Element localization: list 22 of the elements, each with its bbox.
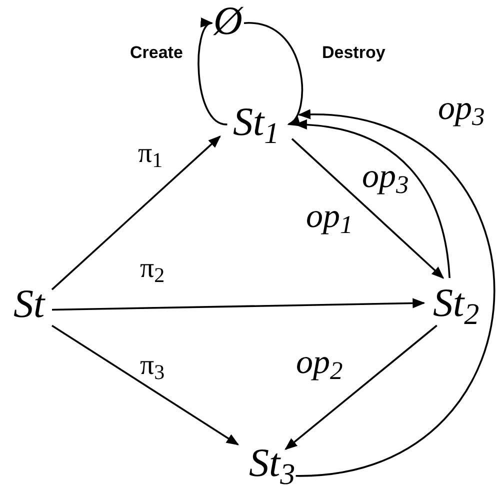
arrow bbox=[51, 136, 221, 290]
edge-label: op$_{2}$ bbox=[296, 346, 343, 380]
edge-label: π$_{3}$ bbox=[140, 352, 165, 380]
arrow bbox=[284, 324, 438, 450]
state-label: St$_{2}$ bbox=[432, 283, 480, 323]
edge-label: op$_{3}$ bbox=[362, 160, 409, 194]
arrow bbox=[52, 298, 426, 311]
state-label: St$_{3}$ bbox=[248, 443, 296, 483]
arrow bbox=[291, 138, 444, 279]
state-label: St bbox=[13, 284, 45, 324]
edge-label: π$_{2}$ bbox=[140, 255, 165, 283]
arrow bbox=[244, 22, 303, 126]
edge-label: Destroy bbox=[322, 44, 386, 61]
edge-label: Create bbox=[130, 44, 183, 61]
arrow bbox=[296, 110, 496, 477]
arrow bbox=[294, 120, 450, 278]
arrow bbox=[52, 324, 240, 446]
state-label: St$_{1}$ bbox=[232, 102, 280, 142]
edge-label: π$_{1}$ bbox=[138, 140, 163, 168]
edge-label: op$_{1}$ bbox=[306, 200, 353, 234]
state-label: Ø bbox=[214, 1, 242, 41]
edge-label: op$_{3}$ bbox=[438, 92, 485, 126]
